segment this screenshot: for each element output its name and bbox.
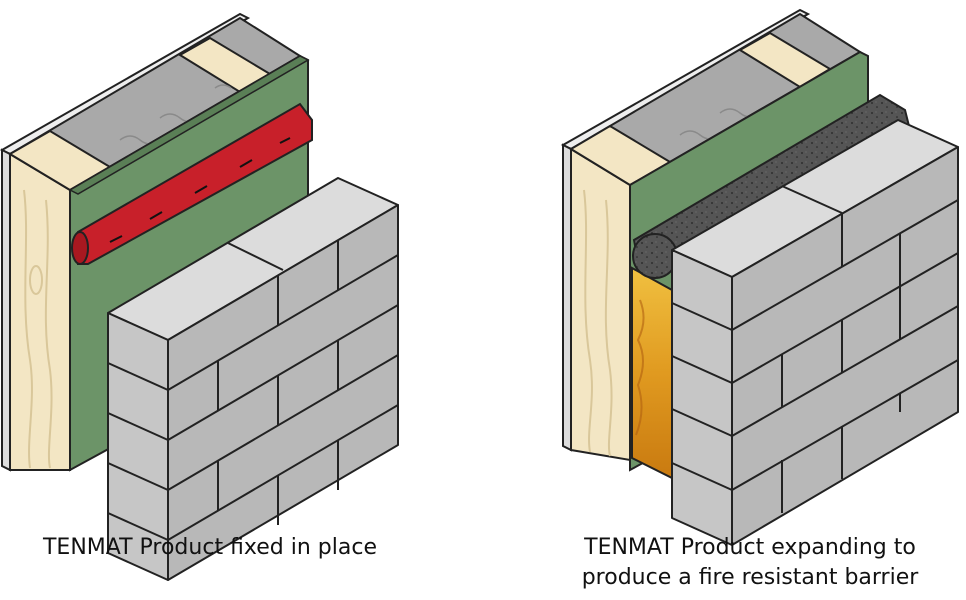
right-caption: TENMAT Product expanding to produce a fi… <box>560 533 940 593</box>
right-caption-line-2: produce a fire resistant barrier <box>581 565 919 590</box>
left-brick-wall <box>107 177 399 581</box>
intumescent-strip-icon <box>71 102 313 265</box>
left-wall-assembly <box>0 12 399 581</box>
left-caption-text: TENMAT Product fixed in place <box>42 535 377 560</box>
right-caption-line-1: TENMAT Product expanding to <box>584 535 916 560</box>
left-caption: TENMAT Product fixed in place <box>20 533 400 563</box>
right-brick-wall <box>671 119 959 546</box>
left-timber-stud <box>9 152 71 471</box>
fire-icon <box>631 266 673 480</box>
right-wall-assembly <box>560 8 959 546</box>
right-timber-stud <box>570 147 631 462</box>
